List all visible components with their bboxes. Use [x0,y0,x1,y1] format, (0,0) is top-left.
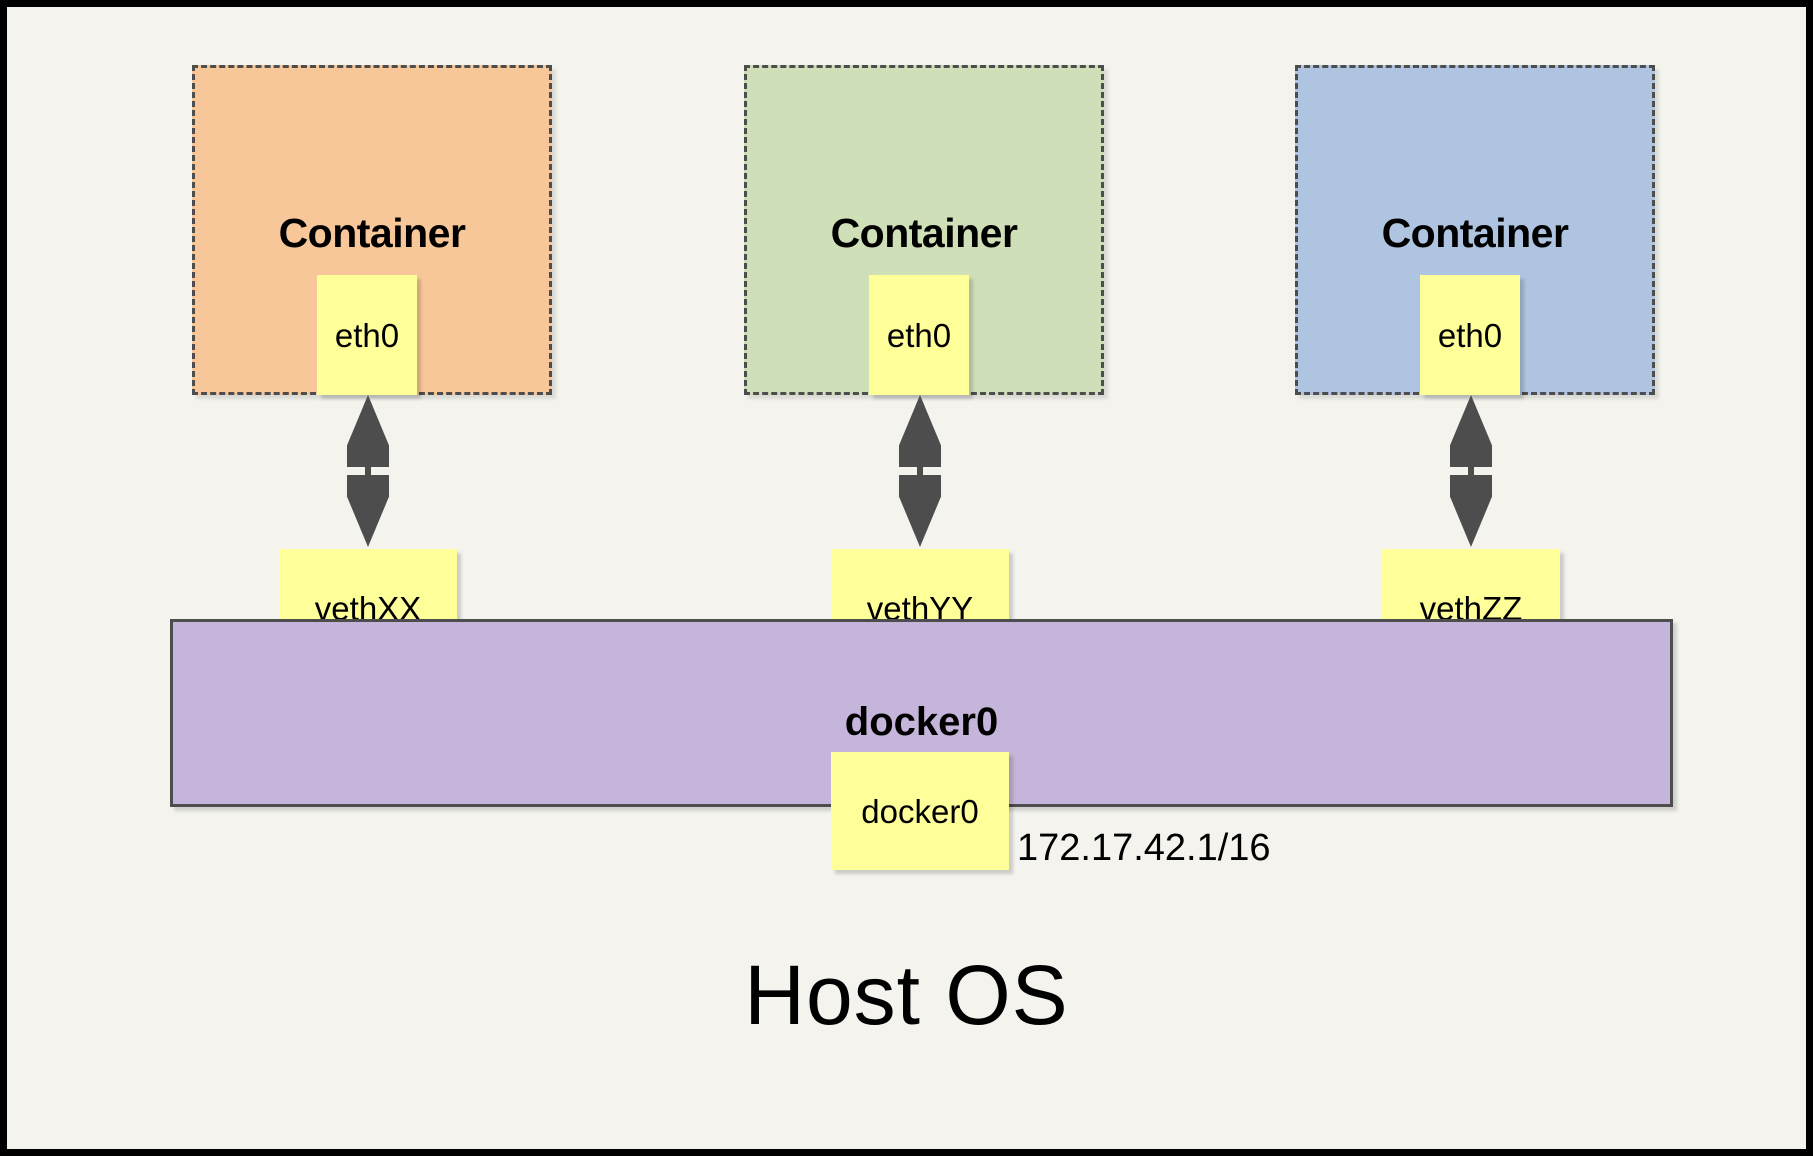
docker0-bridge-label: docker0 [844,700,999,744]
eth0-label-1: eth0 [334,316,400,354]
veth-arrow-2 [899,395,941,547]
eth0-note-1: eth0 [317,275,417,395]
veth-arrow-1 [347,395,389,547]
host-os-label: Host OS [744,948,1069,1042]
eth0-label-3: eth0 [1437,316,1503,354]
container-title-1: Container [278,210,466,256]
container-box-2: Container [744,65,1104,395]
container-title-2: Container [830,210,1018,256]
veth-arrow-3 [1450,395,1492,547]
eth0-label-2: eth0 [886,316,952,354]
container-title-3: Container [1381,210,1569,256]
docker0-interface-label: docker0 [861,792,979,830]
eth0-note-2: eth0 [869,275,969,395]
docker0-interface-note: docker0 [831,752,1009,870]
eth0-note-3: eth0 [1420,275,1520,395]
docker0-ip-label: 172.17.42.1/16 [1017,827,1271,869]
